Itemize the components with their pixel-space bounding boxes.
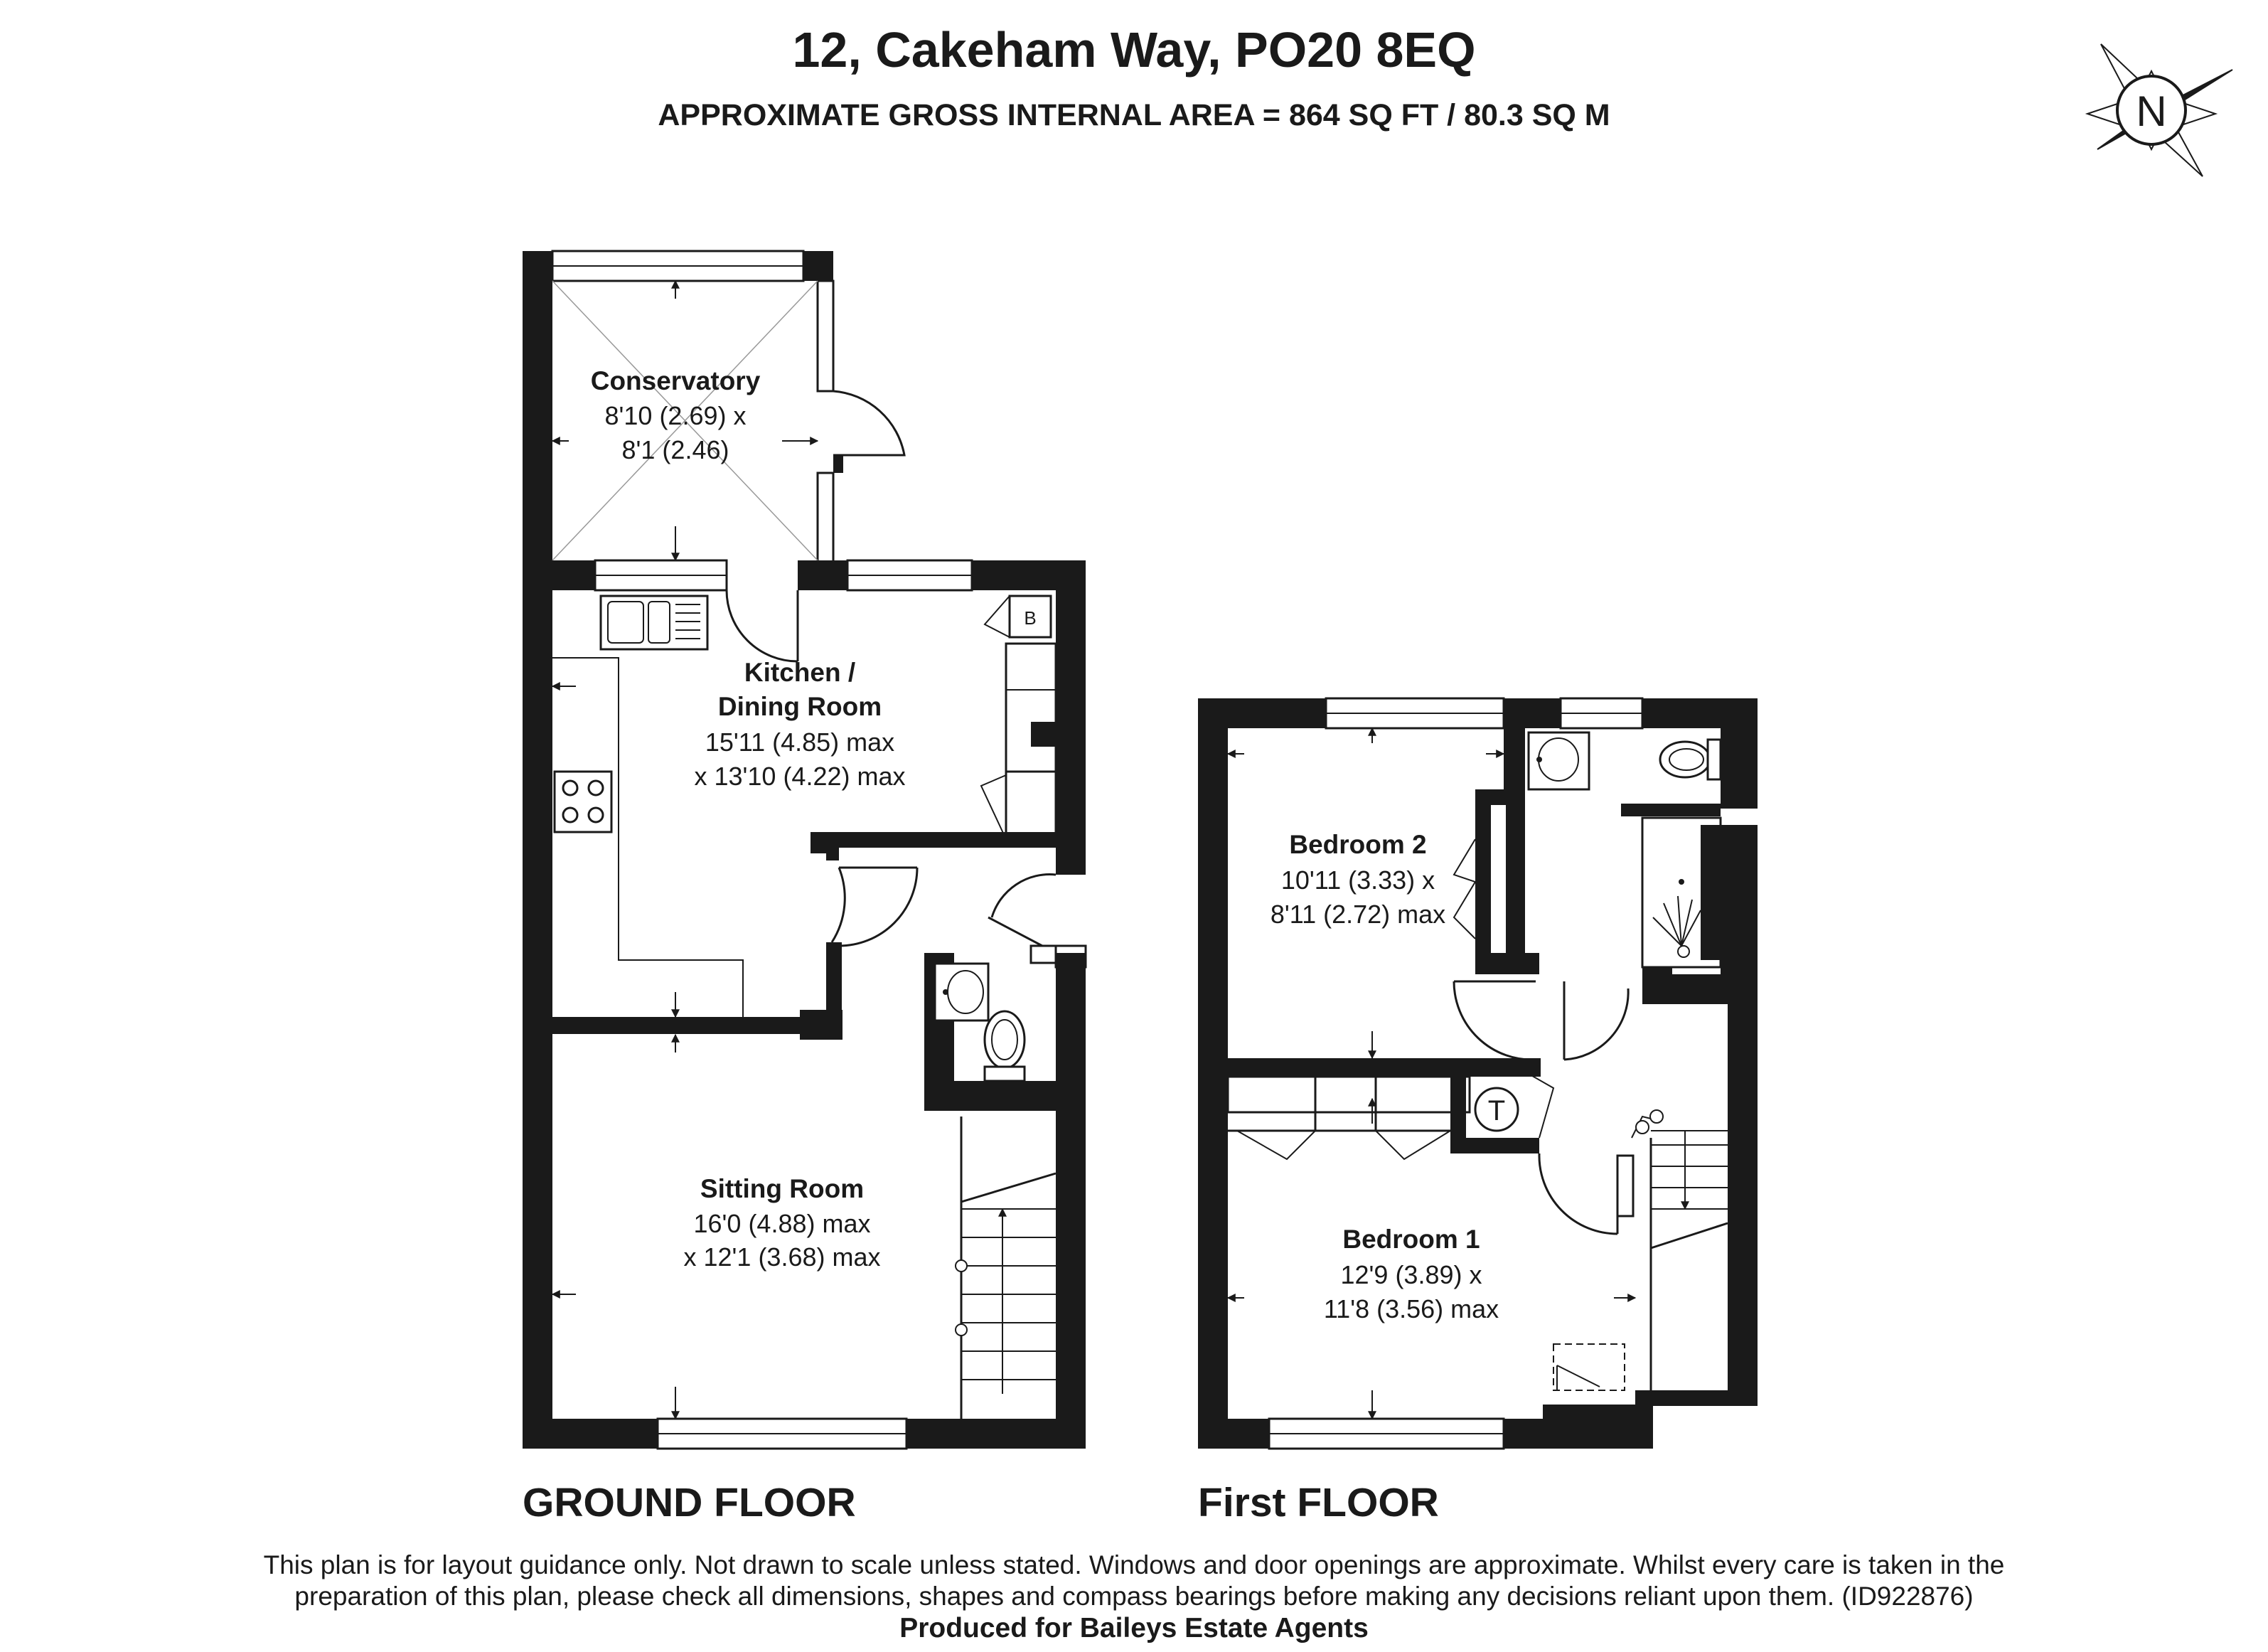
loft-hatch [1543, 1343, 1635, 1420]
bedroom-2-dim-1: 10'11 (3.33) x [1281, 865, 1435, 895]
bedroom-2-room [1228, 728, 1541, 1077]
hob-icon [553, 770, 613, 833]
bathroom-basin-icon [1527, 731, 1590, 791]
shower-icon [1641, 816, 1722, 969]
first-floor-bathroom [1527, 731, 1722, 1061]
gross-internal-area: APPROXIMATE GROSS INTERNAL AREA = 864 SQ… [658, 98, 1610, 132]
produced-for-agent: Produced for Baileys Estate Agents [899, 1613, 1369, 1643]
kitchen-name-2: Dining Room [718, 692, 882, 721]
bedroom-2-dim-2: 8'11 (2.72) max [1271, 900, 1445, 929]
kitchen-dim-2: x 13'10 (4.22) max [694, 762, 905, 791]
basin-icon [934, 962, 990, 1022]
bathroom-toilet-icon [1659, 738, 1722, 781]
sitting-room [523, 1024, 1086, 1450]
first-dimension-arrows [1226, 727, 1637, 1420]
conservatory-name: Conservatory [591, 366, 761, 395]
tank-label: T [1488, 1095, 1505, 1126]
boiler-label: B [1024, 607, 1036, 629]
staircase-first [1631, 1109, 1728, 1390]
sitting-room-dim-1: 16'0 (4.88) max [694, 1209, 871, 1238]
ground-floor-label: GROUND FLOOR [523, 1480, 856, 1525]
conservatory-room [523, 250, 906, 563]
water-tank-cupboard: T [1474, 1087, 1519, 1132]
compass-rose-icon: N [2085, 43, 2233, 177]
first-floor-plan: T [1198, 697, 1758, 1450]
kitchen-dining-room: B [523, 559, 1087, 1044]
plan-address-title: 12, Cakeham Way, PO20 8EQ [792, 22, 1476, 78]
conservatory-dim-1: 8'10 (2.69) x [605, 401, 747, 430]
staircase-ground [955, 1117, 1057, 1419]
toilet-icon [983, 1010, 1026, 1082]
kitchen-name-1: Kitchen / [744, 658, 855, 687]
bedroom-1-dim-2: 11'8 (3.56) max [1324, 1294, 1499, 1323]
sitting-room-name: Sitting Room [700, 1174, 864, 1203]
compass-north-letter: N [2136, 87, 2166, 135]
kitchen-sink-icon [599, 595, 709, 651]
conservatory-dim-2: 8'1 (2.46) [622, 435, 729, 464]
bedroom-1-name: Bedroom 1 [1342, 1225, 1480, 1254]
boiler-cupboard: B [983, 595, 1052, 639]
bedroom-2-name: Bedroom 2 [1289, 830, 1426, 859]
kitchen-dim-1: 15'11 (4.85) max [705, 728, 894, 757]
sitting-room-dim-2: x 12'1 (3.68) max [684, 1242, 881, 1272]
first-floor-label: First FLOOR [1198, 1480, 1439, 1525]
landing-cupboards: T [1226, 1073, 1635, 1235]
disclaimer-line-1: This plan is for layout guidance only. N… [263, 1550, 2005, 1579]
ground-floor-plan: B [523, 250, 1087, 1450]
bedroom-1-dim-1: 12'9 (3.89) x [1341, 1260, 1482, 1289]
ground-dimension-arrows [551, 279, 819, 1420]
disclaimer-line-2: preparation of this plan, please check a… [294, 1582, 1974, 1611]
